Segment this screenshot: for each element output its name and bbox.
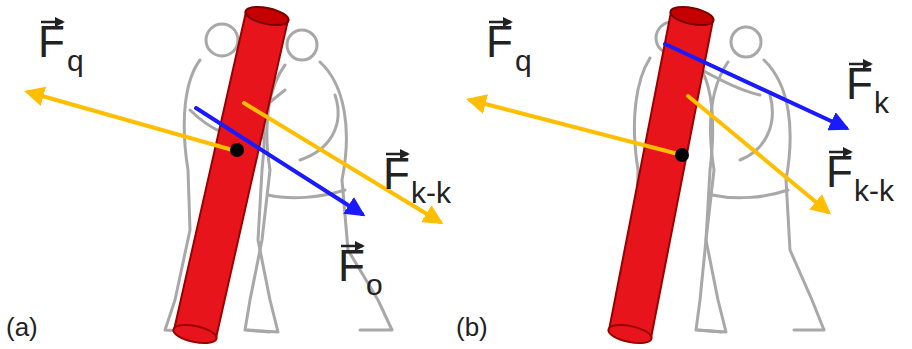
vector-overbars (41, 22, 871, 246)
force-subscript: k-k (411, 178, 451, 208)
force-vectors-b (470, 44, 846, 212)
force-symbol: F (338, 244, 365, 288)
force-subscript: k (874, 88, 889, 118)
force-symbol: F (383, 152, 410, 196)
red-cylinder-b (607, 4, 715, 347)
panel-tag: (b) (456, 314, 488, 340)
force-subscript: o (366, 270, 383, 300)
force-symbol: F (38, 20, 65, 64)
force-symbol: F (826, 150, 853, 194)
center-of-mass-dot (675, 148, 689, 162)
force-symbol: F (486, 20, 513, 64)
center-of-mass-dot (230, 143, 244, 157)
force-symbol: F (846, 62, 873, 106)
force-subscript: q (515, 46, 532, 76)
panel-tag: (a) (6, 314, 38, 340)
force-subscript: k-k (854, 176, 894, 206)
red-cylinder-a (172, 4, 290, 347)
force-subscript: q (67, 46, 84, 76)
force-vectors-a (28, 92, 440, 222)
